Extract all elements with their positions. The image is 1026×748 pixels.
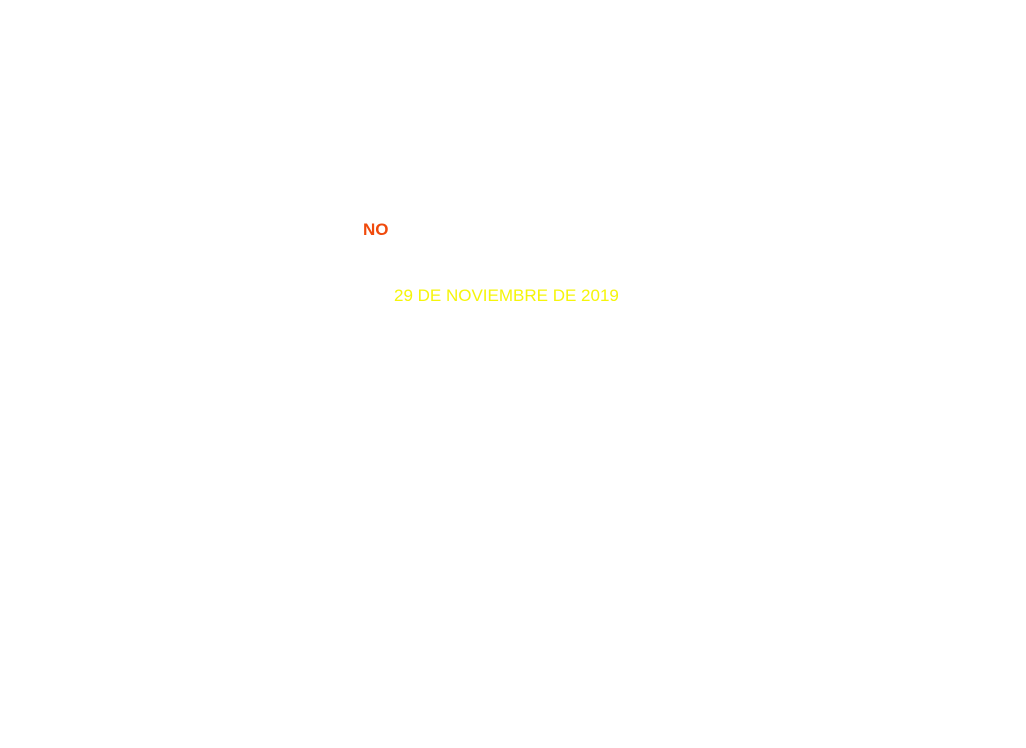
date-label: 29 DE NOVIEMBRE DE 2019 (394, 286, 619, 305)
no-label: NO (363, 220, 389, 239)
